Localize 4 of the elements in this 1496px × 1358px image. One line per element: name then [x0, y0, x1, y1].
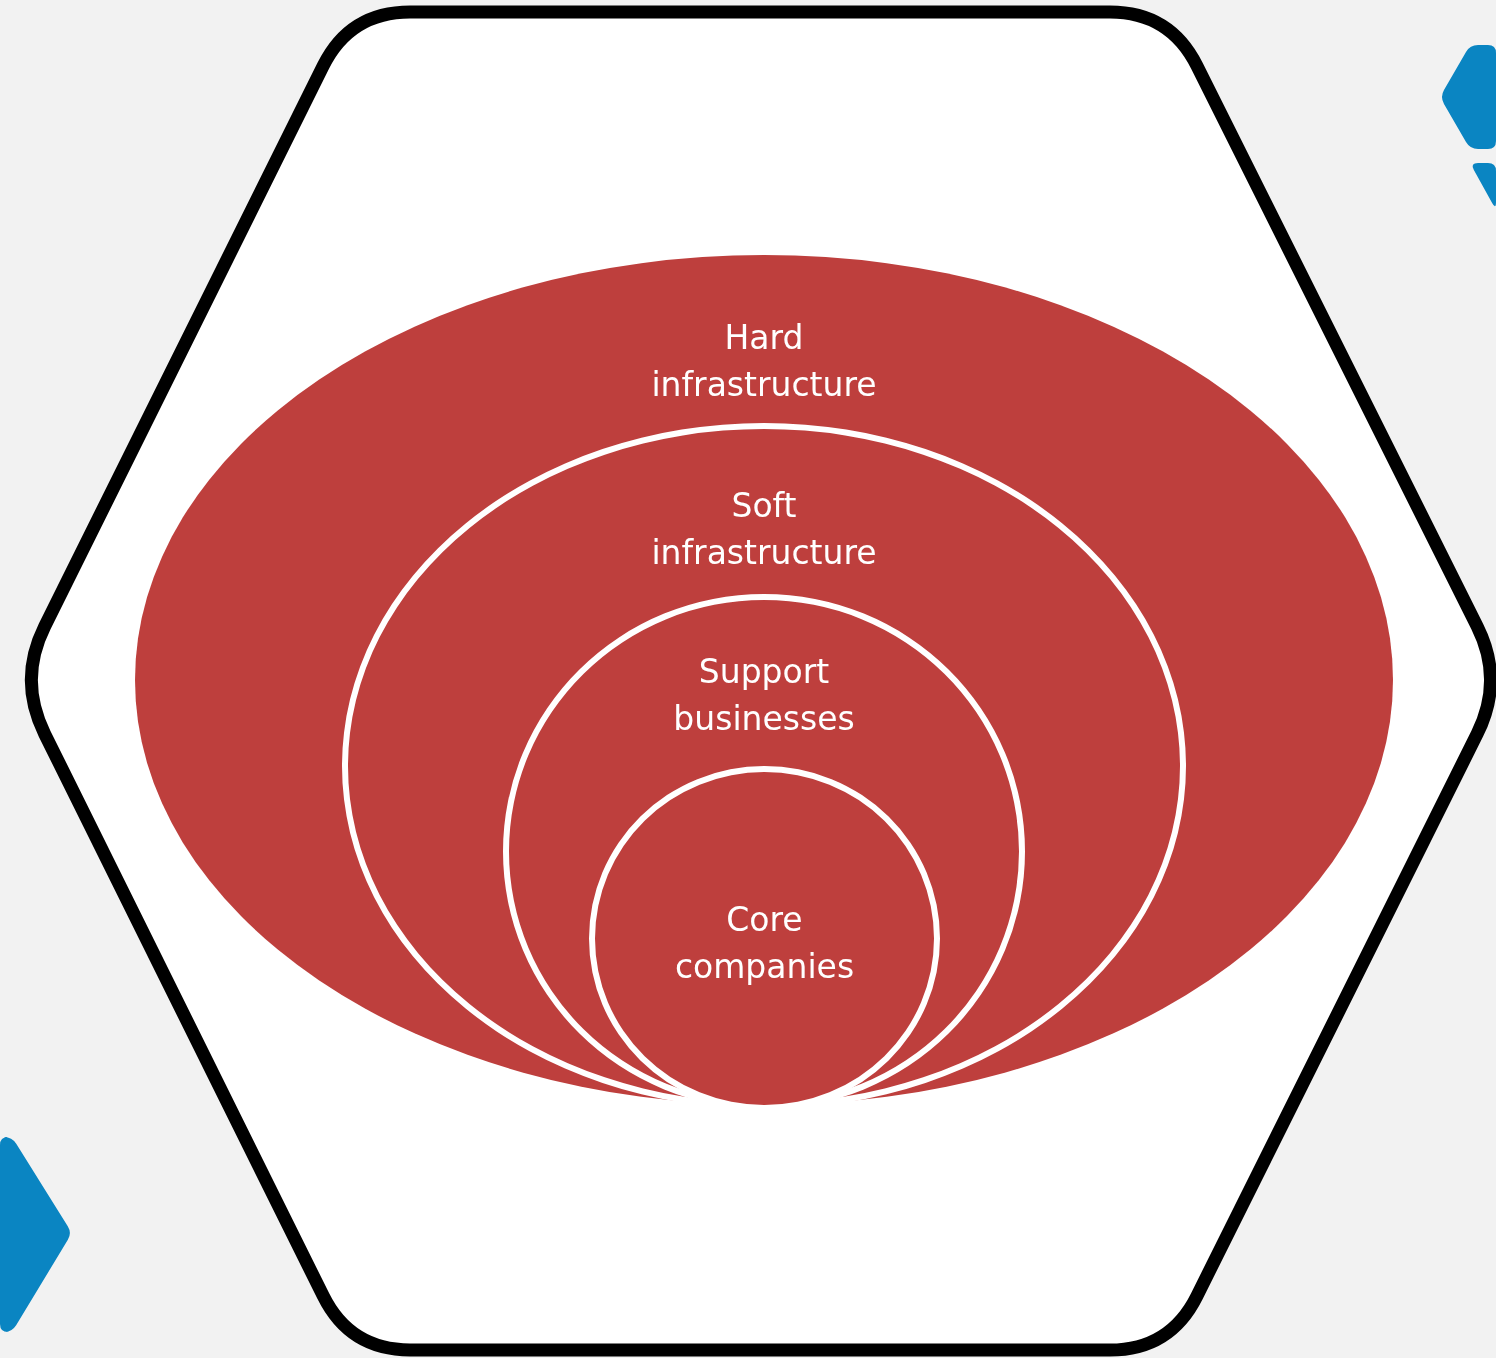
- ring-label: Soft infrastructure: [650, 485, 878, 574]
- ring-label: Hard infrastructure: [650, 317, 878, 406]
- ring-label: Support businesses: [672, 651, 856, 740]
- ring-label: Core companies: [673, 899, 856, 988]
